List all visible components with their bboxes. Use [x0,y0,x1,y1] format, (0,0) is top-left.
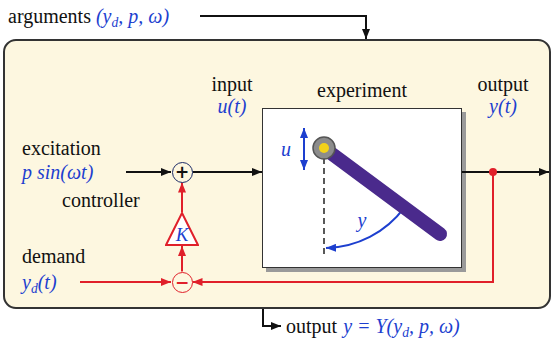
result-arrow [263,309,281,326]
input-motion-arrow [303,128,305,170]
input-symbol: u [281,137,291,161]
experiment-ground [262,108,462,268]
signal-connector [181,246,183,272]
sum-junction: + [172,162,193,183]
argument-list: (yd, p, ω) [96,4,169,28]
result-heading: output [286,314,337,338]
signal-formula: p sin(ωt) [22,160,93,184]
box-heading: experiment [317,78,407,102]
signal-connector [181,183,183,213]
signal-connector [193,171,263,173]
system-panel [4,40,550,308]
argument-heading: arguments [8,4,91,28]
pivot-hub [319,143,329,153]
pivot [313,137,335,159]
gain-triangle: K [165,212,199,246]
angle-arc [326,208,404,248]
vertical-reference [323,148,325,258]
angle-symbol: y [358,208,367,232]
junction-dot [489,168,497,176]
node-symbol: K [165,225,199,245]
signal-name: excitation [22,136,101,160]
arguments-arrow [200,16,366,39]
signal-connector [193,172,494,282]
signal-name: demand [22,244,85,268]
difference-junction: − [172,272,193,293]
signal-name: input [211,72,252,96]
signal-name: output [477,72,528,96]
signal-name: controller [62,188,140,212]
triangle-shape [166,213,198,245]
output-arrow [462,171,549,173]
signal-formula: yd(t) [22,270,57,294]
excitation-arrow [126,171,171,173]
signal-formula: u(t) [218,94,247,118]
result-formula: y = Y(yd, p, ω) [343,314,460,338]
demand-line [80,281,171,283]
pendulum-bar [324,148,440,234]
node-symbol: − [175,274,189,291]
signal-formula: y(t) [489,94,517,118]
experiment-box: experiment [262,108,462,268]
node-symbol: + [175,164,189,181]
